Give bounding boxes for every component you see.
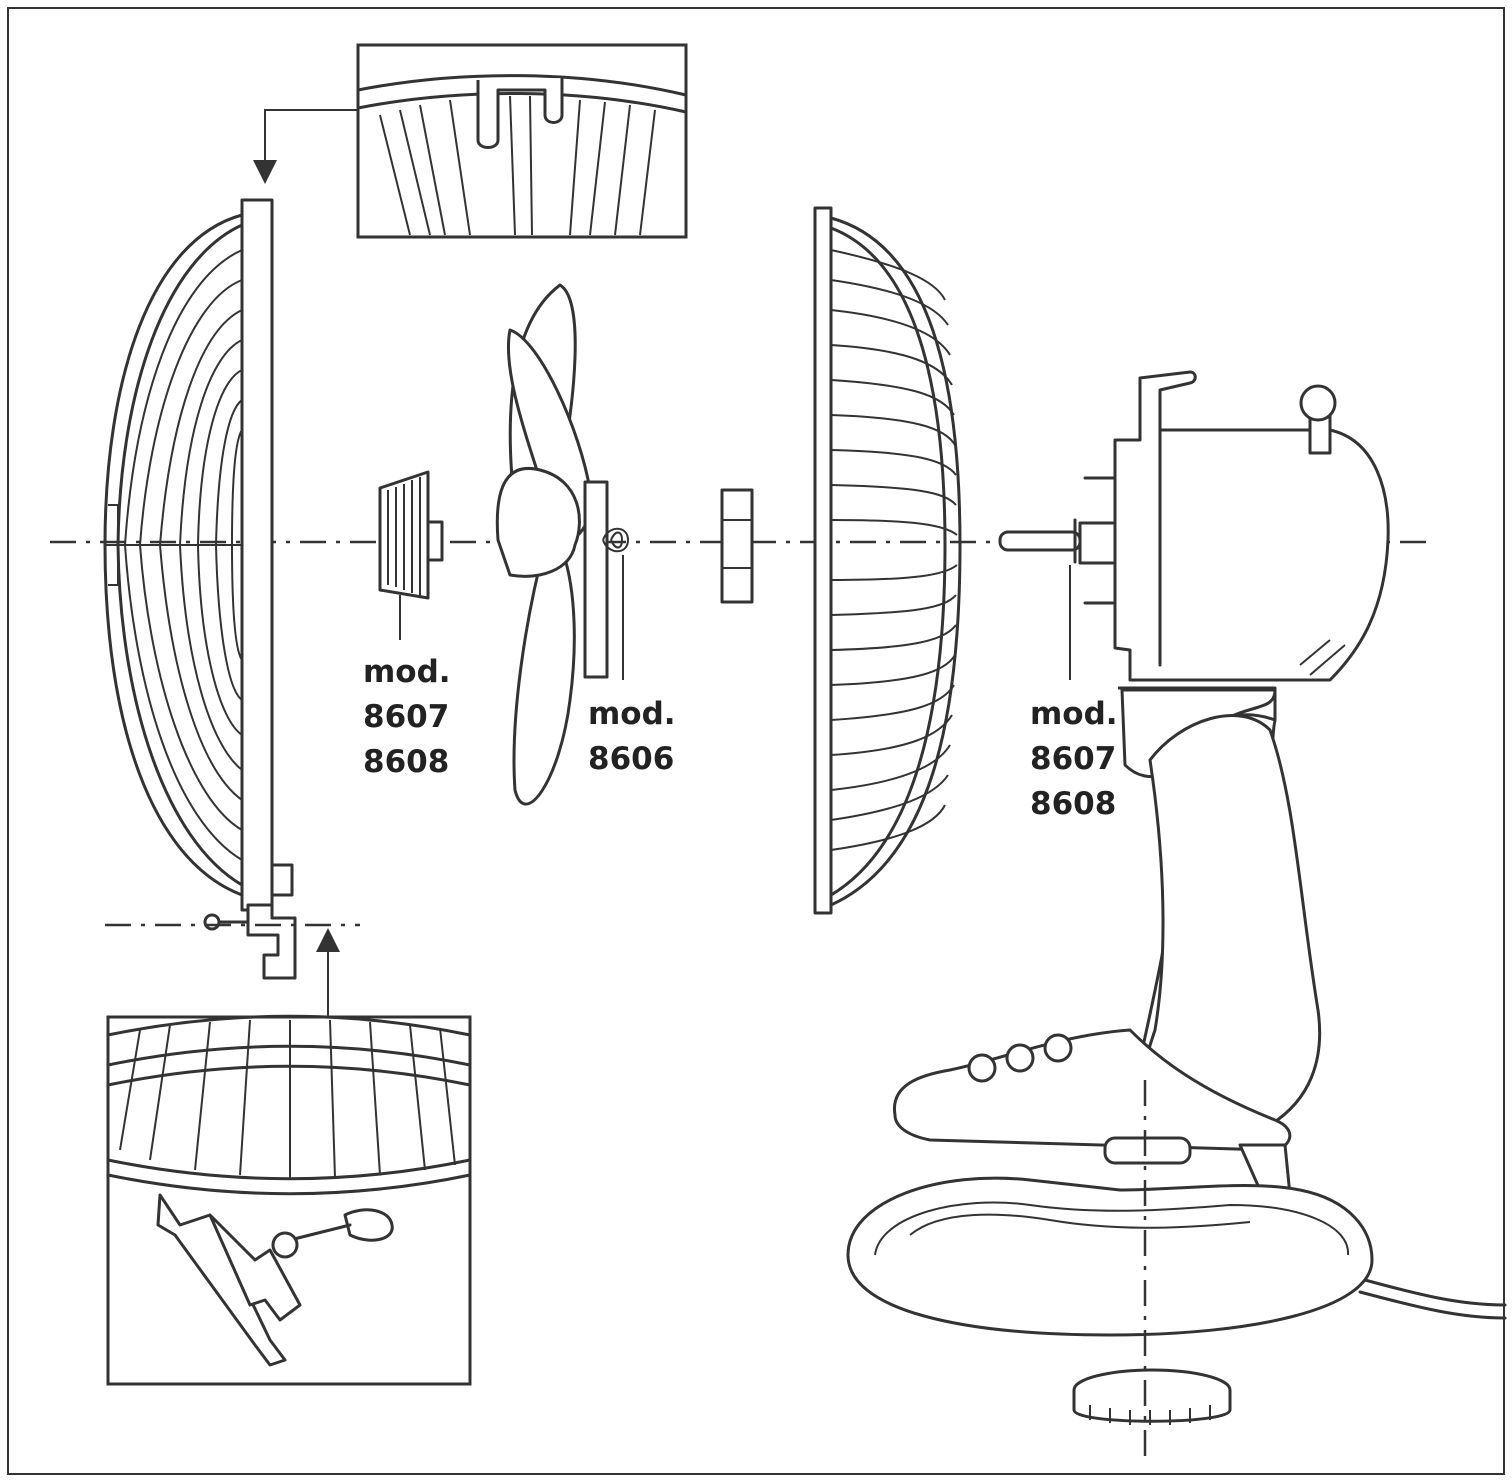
label-motor-shaft-mod: mod. xyxy=(1030,696,1118,732)
label-blade-spring-model-1: 8606 xyxy=(588,741,674,777)
label-blade-spring: mod. 8606 xyxy=(588,696,676,777)
label-spinner-nut-model-2: 8608 xyxy=(363,744,449,780)
label-motor-shaft: mod. 8607 8608 xyxy=(1030,696,1118,822)
label-blade-spring-mod: mod. xyxy=(588,696,676,732)
page-frame xyxy=(7,7,1505,1475)
label-spinner-nut: mod. 8607 8608 xyxy=(363,654,451,780)
label-motor-shaft-model-1: 8607 xyxy=(1030,741,1116,777)
label-spinner-nut-mod: mod. xyxy=(363,654,451,690)
fan-stand xyxy=(846,686,1507,1425)
top-detail-pointer xyxy=(253,109,358,184)
front-grille xyxy=(813,206,962,915)
fan-blade xyxy=(495,283,630,806)
bottom-clip-detail xyxy=(106,1014,472,1386)
label-spinner-nut-model-1: 8607 xyxy=(363,699,449,735)
motor-housing xyxy=(998,370,1390,682)
label-motor-shaft-model-2: 8608 xyxy=(1030,786,1116,822)
spinner-nut xyxy=(378,470,444,600)
rear-grille xyxy=(103,198,297,980)
blade-bushing xyxy=(720,488,754,604)
top-clip-detail xyxy=(356,43,688,239)
